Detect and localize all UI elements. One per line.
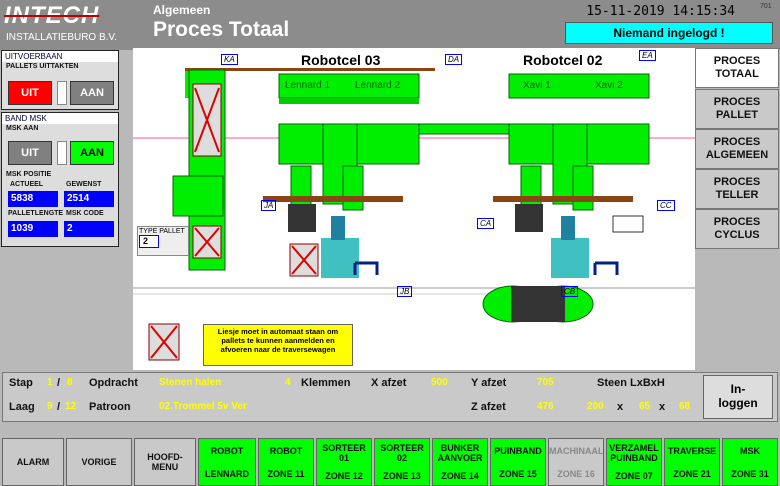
laag-value: 9 [47,401,53,412]
msk-code-value: 2 [64,221,114,237]
patroon-label: Patroon [89,401,131,413]
msk-positie-label: MSK POSITIE [6,171,52,178]
laag-label: Laag [9,401,35,413]
pallets-aan-button[interactable]: AAN [70,81,114,105]
uitvoerbaan-panel: UITVOERBAAN PALLETS UITTAKTEN UIT AAN [1,50,119,110]
tab-proces-teller[interactable]: PROCES TELLER [695,169,779,209]
alarm-button[interactable]: ALARM [2,438,64,486]
inloggen-button[interactable]: In- loggen [703,375,773,419]
tag-ja: JA [261,200,277,211]
palletlengte-value: 1039 [8,221,58,237]
login-status: Niemand ingelogd ! [565,22,773,44]
xavi-2-label: Xavi 2 [595,80,623,91]
lennard-2-label: Lennard 2 [355,80,401,91]
gewenst-label: GEWENST [66,181,102,188]
tab-proces-cyclus[interactable]: PROCES CYCLUS [695,209,779,249]
stap-total: 8 [67,377,73,388]
robotcel-03-title: Robotcel 03 [301,52,381,68]
tag-cb: CB [561,286,579,297]
toggle-separator [57,81,67,105]
tab-proces-totaal[interactable]: PROCES TOTAAL [695,48,779,88]
gewenst-value: 2514 [64,191,114,207]
hoofdmenu-button[interactable]: HOOFD-MENU [134,438,196,486]
process-diagram [133,68,695,361]
opdracht-label: Opdracht [89,377,138,389]
actueel-label: ACTUEEL [10,181,44,188]
company-name: INSTALLATIEBURO B.V. [6,32,117,43]
stap-label: Stap [9,377,33,389]
tag-ka: KA [221,54,238,65]
tag-ca: CA [477,218,495,229]
klemmen-count: 4 [285,377,291,388]
x-afzet-value: 500 [431,377,448,388]
automation-note: Liesje moet in automaat staan om pallets… [203,324,353,366]
status-bar: Stap 1 / 8 Laag 9 / 12 Opdracht Stenen h… [2,372,778,422]
steen-h: 68 [679,401,691,412]
y-afzet-value: 705 [537,377,554,388]
type-pallet-value[interactable]: 2 [139,235,159,248]
klemmen-label: Klemmen [301,377,351,389]
z-afzet-label: Z afzet [471,401,506,413]
band-msk-title: BAND MSK [2,113,118,124]
msk-aan-button[interactable]: AAN [70,141,114,165]
x-afzet-label: X afzet [371,377,407,389]
msk-code-label: MSK CODE [66,210,104,217]
pallets-uit-button[interactable]: UIT [8,81,52,105]
tag-jb: JB [397,286,413,297]
type-pallet-box: TYPE PALLET 2 [137,226,189,256]
version-label: 701 [760,3,772,10]
z-afzet-value: 476 [537,401,554,412]
steen-l: 200 [587,401,604,412]
vorige-button[interactable]: VORIGE [66,438,132,486]
tab-proces-pallet[interactable]: PROCES PALLET [695,89,779,129]
tag-cc: CC [657,200,675,211]
page-title: Proces Totaal [153,18,290,41]
xavi-1-label: Xavi 1 [523,80,551,91]
y-afzet-label: Y afzet [471,377,507,389]
lennard-1-label: Lennard 1 [285,80,331,91]
tab-proces-algemeen[interactable]: PROCES ALGEMEEN [695,129,779,169]
section-label: Algemeen [153,3,211,17]
patroon-value: 02.Trommel 5v Ver [159,401,247,412]
tag-ea: EA [639,50,656,61]
steen-b: 65 [639,401,651,412]
datetime: 15-11-2019 14:15:34 [586,4,735,19]
stap-value: 1 [47,377,53,388]
laag-total: 12 [65,401,77,412]
logo: INTECH [4,2,100,29]
toggle-separator [57,141,67,165]
steen-label: Steen LxBxH [597,377,665,389]
band-msk-panel: BAND MSK MSK AAN UIT AAN MSK POSITIE ACT… [1,112,119,247]
robotcel-02-title: Robotcel 02 [523,52,603,68]
type-pallet-label: TYPE PALLET [139,228,185,235]
tag-da: DA [445,54,463,65]
pallets-uittakten-label: PALLETS UITTAKTEN [6,63,79,70]
palletlengte-label: PALLETLENGTE [8,210,64,217]
process-view: Robotcel 03 Robotcel 02 Lennard 1 Lennar… [133,48,695,370]
opdracht-value: Stenen halen [159,377,222,388]
actueel-value: 5838 [8,191,58,207]
uitvoerbaan-title: UITVOERBAAN [2,51,118,62]
msk-uit-button[interactable]: UIT [8,141,52,165]
msk-aan-label: MSK AAN [6,125,39,132]
